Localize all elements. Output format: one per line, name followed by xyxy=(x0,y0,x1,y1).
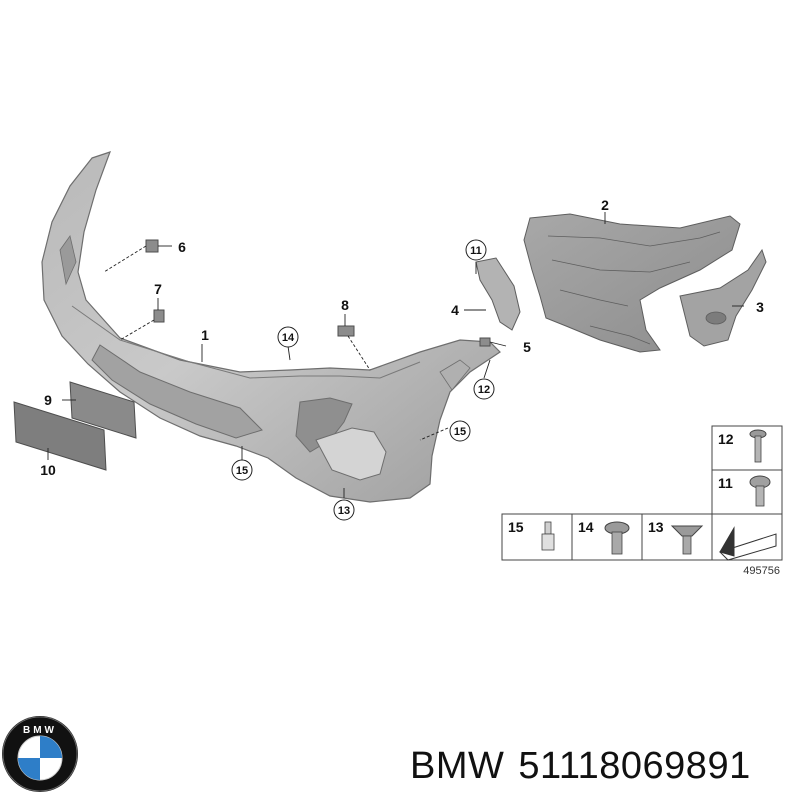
svg-text:12: 12 xyxy=(478,384,490,396)
svg-text:BMW: BMW xyxy=(23,725,57,736)
part-caption: BMW 51118069891 xyxy=(410,738,795,794)
bumper-cover xyxy=(41,151,501,503)
callout-15a-circle: 15 xyxy=(449,420,471,442)
screw-11-icon xyxy=(749,475,771,507)
bmw-logo: BMW xyxy=(2,716,78,792)
callout-3: 3 xyxy=(756,299,764,315)
screw-14-icon xyxy=(604,521,630,555)
table-label-13: 13 xyxy=(648,519,664,535)
table-label-11: 11 xyxy=(718,475,733,491)
screw-13-icon xyxy=(670,525,704,555)
arrow-symbol-icon xyxy=(719,526,777,561)
callout-8: 8 xyxy=(341,297,349,313)
callout-2: 2 xyxy=(601,197,609,213)
table-label-14: 14 xyxy=(578,519,594,535)
caption-part-number: 51118069891 xyxy=(518,745,751,787)
callout-14-circle: 14 xyxy=(277,326,299,348)
caption-brand: BMW xyxy=(410,745,505,787)
pin-15-icon xyxy=(541,521,555,551)
svg-text:15: 15 xyxy=(236,465,248,477)
clip-7 xyxy=(153,309,165,323)
table-label-12: 12 xyxy=(718,431,734,447)
fastener-table xyxy=(501,425,783,561)
callout-9: 9 xyxy=(44,392,52,408)
callout-11-circle: 11 xyxy=(465,239,487,261)
svg-text:14: 14 xyxy=(282,332,295,344)
callout-10: 10 xyxy=(40,462,56,478)
svg-text:11: 11 xyxy=(470,245,482,257)
callout-7: 7 xyxy=(154,281,162,297)
side-bracket xyxy=(679,248,767,347)
callout-13-circle: 13 xyxy=(333,499,355,521)
callout-1: 1 xyxy=(201,327,209,343)
callout-4: 4 xyxy=(451,302,459,318)
callout-12-circle: 12 xyxy=(473,378,495,400)
guide-bracket xyxy=(475,257,521,331)
table-label-15: 15 xyxy=(508,519,524,535)
leader-lines xyxy=(47,212,744,498)
callout-15b-circle: 15 xyxy=(231,459,253,481)
callout-5: 5 xyxy=(523,339,531,355)
plate-holder-10 xyxy=(13,401,107,471)
clip-8 xyxy=(337,325,355,337)
screw-12-icon xyxy=(749,429,767,463)
callout-6: 6 xyxy=(178,239,186,255)
plate-holder-9 xyxy=(69,381,137,439)
svg-text:13: 13 xyxy=(338,505,350,517)
clip-6 xyxy=(145,239,159,253)
bumper-carrier xyxy=(523,213,741,353)
svg-text:15: 15 xyxy=(454,426,466,438)
drawing-number: 495756 xyxy=(743,565,780,577)
clip-5 xyxy=(479,337,491,347)
